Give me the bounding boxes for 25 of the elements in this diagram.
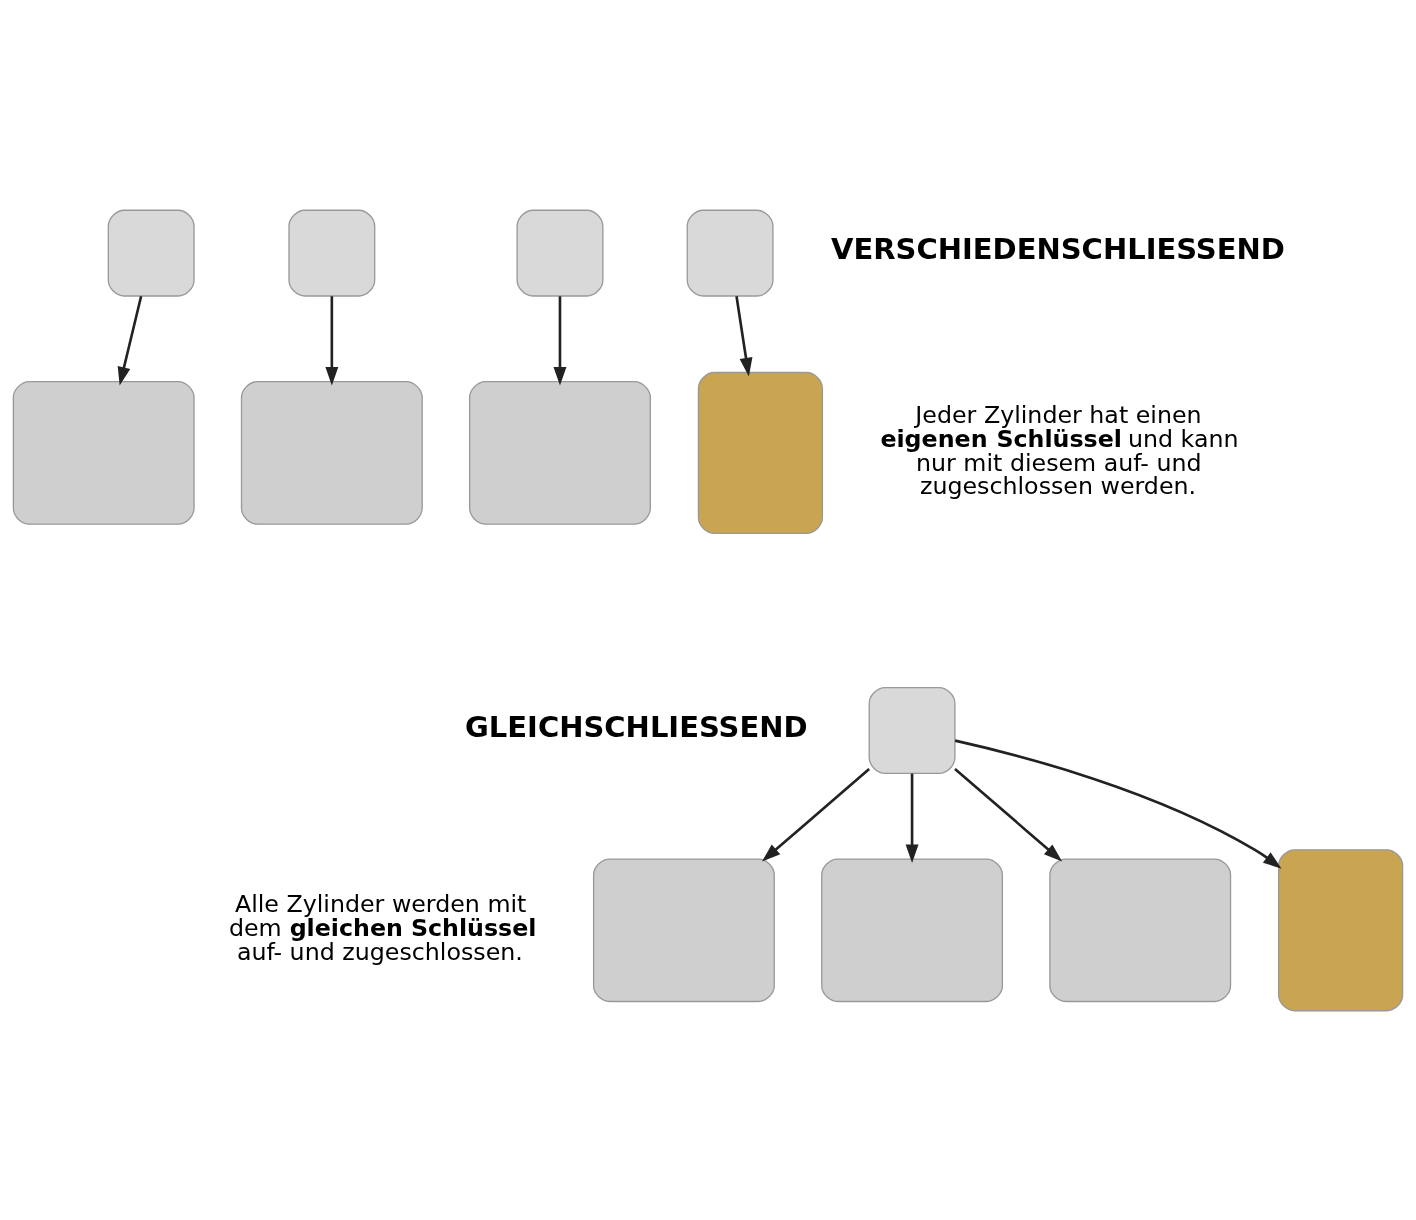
node-box	[240, 380, 423, 525]
arrow	[325, 295, 339, 385]
label: GLEICHSCHLIESSEND	[465, 709, 808, 744]
node-box	[821, 857, 1004, 1002]
arrow	[735, 295, 753, 376]
node-box	[107, 209, 195, 297]
label: Jeder Zylinder hat einen eigenen Schlüssel und kann nur mit diesem auf- und zugeschlossen werden.	[880, 400, 1239, 500]
node-box	[516, 209, 604, 297]
arrow	[761, 767, 871, 862]
node-box	[1278, 848, 1404, 1011]
node-box	[592, 857, 775, 1002]
arrow	[553, 295, 567, 385]
label: VERSCHIEDENSCHLIESSEND	[830, 231, 1285, 266]
arrow	[954, 767, 1063, 862]
node-box	[288, 209, 376, 297]
node-box	[12, 380, 195, 525]
node-box	[469, 380, 651, 525]
node-box	[868, 686, 956, 774]
label: Alle Zylinder werden mit dem gleichen Schlüssel auf- und zugeschlossen.	[228, 889, 537, 966]
arrow	[954, 738, 1282, 869]
arrow	[905, 773, 919, 863]
node-box	[686, 209, 774, 297]
arrow	[117, 295, 143, 385]
node-box	[1049, 857, 1232, 1002]
node-box	[697, 371, 824, 534]
